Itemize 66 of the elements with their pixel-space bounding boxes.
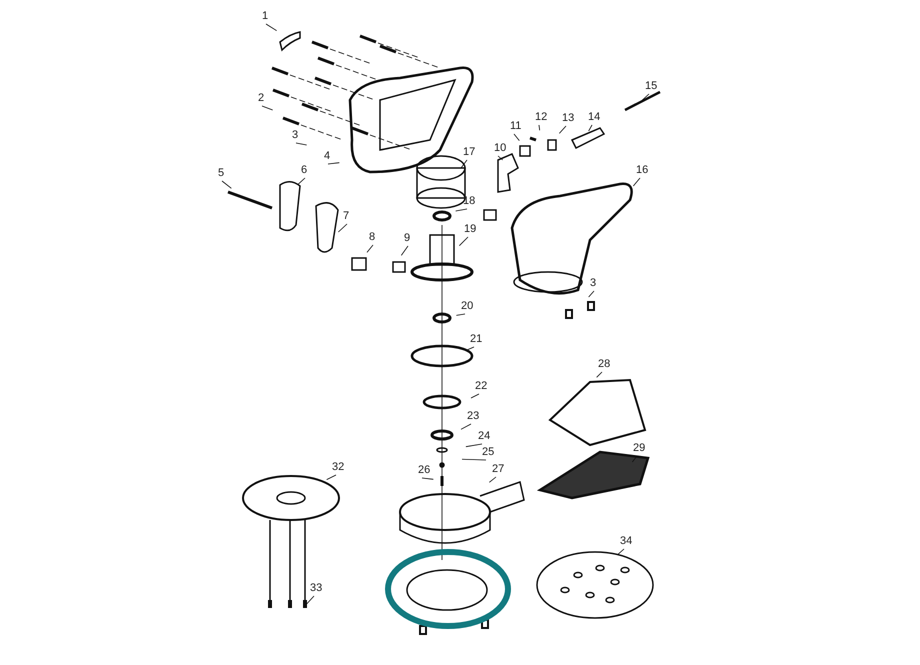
leader-line <box>618 548 624 555</box>
callout-number: 6 <box>301 164 308 176</box>
leader-line <box>470 394 480 398</box>
callout-number: 34 <box>620 535 632 547</box>
callout-number: 14 <box>588 111 600 123</box>
callout-number: 28 <box>598 358 610 370</box>
leader-line <box>328 162 340 164</box>
leader-line <box>538 124 540 131</box>
callout-number: 29 <box>633 442 646 454</box>
leader-line <box>558 126 566 134</box>
callout-number: 1 <box>262 10 268 22</box>
callout-number: 11 <box>510 120 522 132</box>
leader-line <box>366 244 374 253</box>
leader-line <box>296 142 308 146</box>
callout-number: 32 <box>332 461 344 473</box>
callout-number: 5 <box>218 167 224 179</box>
callout-number: 3 <box>590 277 596 289</box>
callout-number: 24 <box>478 430 490 442</box>
callout-number: 4 <box>324 150 330 162</box>
leader-line <box>297 178 306 186</box>
callout-number: 12 <box>535 111 548 123</box>
leader-line <box>400 246 408 256</box>
leader-line <box>466 444 482 448</box>
leader-line <box>641 94 650 102</box>
leader-line <box>458 236 468 246</box>
leader-line <box>588 124 592 132</box>
leader-line <box>460 424 472 430</box>
leader-line <box>262 106 274 110</box>
leader-line <box>455 208 468 212</box>
callout-number: 20 <box>461 300 474 312</box>
leader-line <box>488 476 496 483</box>
callout-number: 10 <box>494 142 506 154</box>
leader-line <box>514 134 520 142</box>
leader-line <box>338 224 348 232</box>
leader-line <box>222 180 232 189</box>
leader-line <box>460 160 468 168</box>
leader-line <box>588 290 594 298</box>
callout-number: 23 <box>467 410 480 422</box>
callout-number: 17 <box>463 146 476 158</box>
leader-line <box>326 474 336 480</box>
callout-number: 26 <box>418 464 430 476</box>
leader-line <box>422 478 434 480</box>
leader-line <box>306 596 314 604</box>
callout-number: 19 <box>464 223 476 235</box>
callout-number: 3 <box>292 129 298 141</box>
callout-number: 22 <box>475 380 488 392</box>
callout-number: 25 <box>482 446 494 458</box>
callout-number: 16 <box>636 164 648 176</box>
callout-number: 33 <box>310 582 322 594</box>
leader-line <box>632 456 638 462</box>
callout-number: 13 <box>562 112 574 124</box>
leader-line <box>596 372 602 378</box>
callout-number: 21 <box>470 333 482 345</box>
leader-line <box>632 178 640 186</box>
callout-number: 15 <box>645 80 658 92</box>
leader-line <box>466 346 474 351</box>
callout-number: 18 <box>463 195 476 207</box>
leader-line <box>266 24 278 32</box>
callout-number: 7 <box>343 210 350 222</box>
callout-number: 9 <box>404 232 410 244</box>
leader-line <box>498 156 504 160</box>
leader-line <box>456 314 466 316</box>
leader-line <box>462 458 486 460</box>
callout-number: 8 <box>369 231 376 243</box>
callout-number: 27 <box>492 463 504 475</box>
callout-number: 2 <box>258 92 264 104</box>
